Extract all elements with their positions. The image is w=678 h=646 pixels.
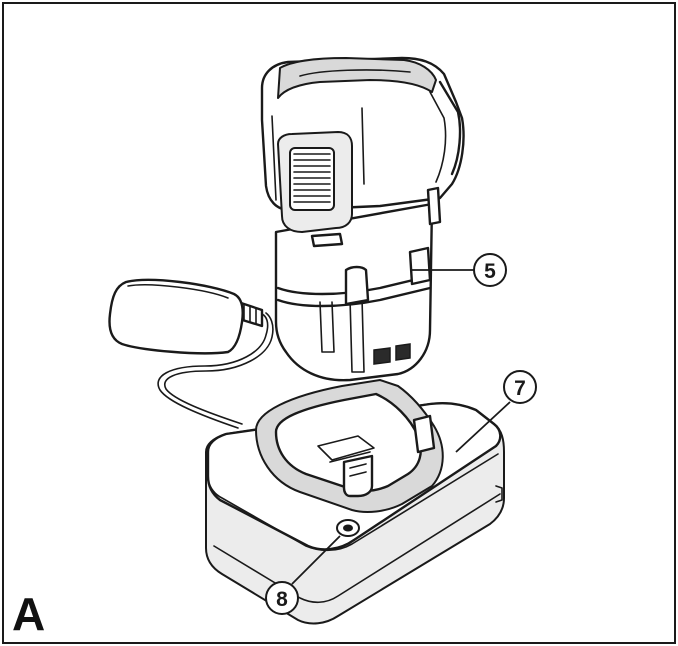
callout-indicator-led: 8	[265, 535, 341, 615]
callout-battery: 5	[410, 253, 507, 287]
callout-circle	[265, 581, 299, 615]
battery-pack	[260, 56, 465, 382]
callout-circle	[473, 253, 507, 287]
callout-number-8: 8	[276, 588, 288, 611]
panel-label: A	[12, 588, 45, 640]
power-adapter	[108, 278, 274, 429]
callout-circle	[503, 370, 537, 404]
callout-number-5: 5	[484, 260, 496, 283]
callout-number-7: 7	[514, 377, 526, 400]
charger-base	[205, 379, 505, 625]
callout-charger-base: 7	[455, 370, 537, 453]
